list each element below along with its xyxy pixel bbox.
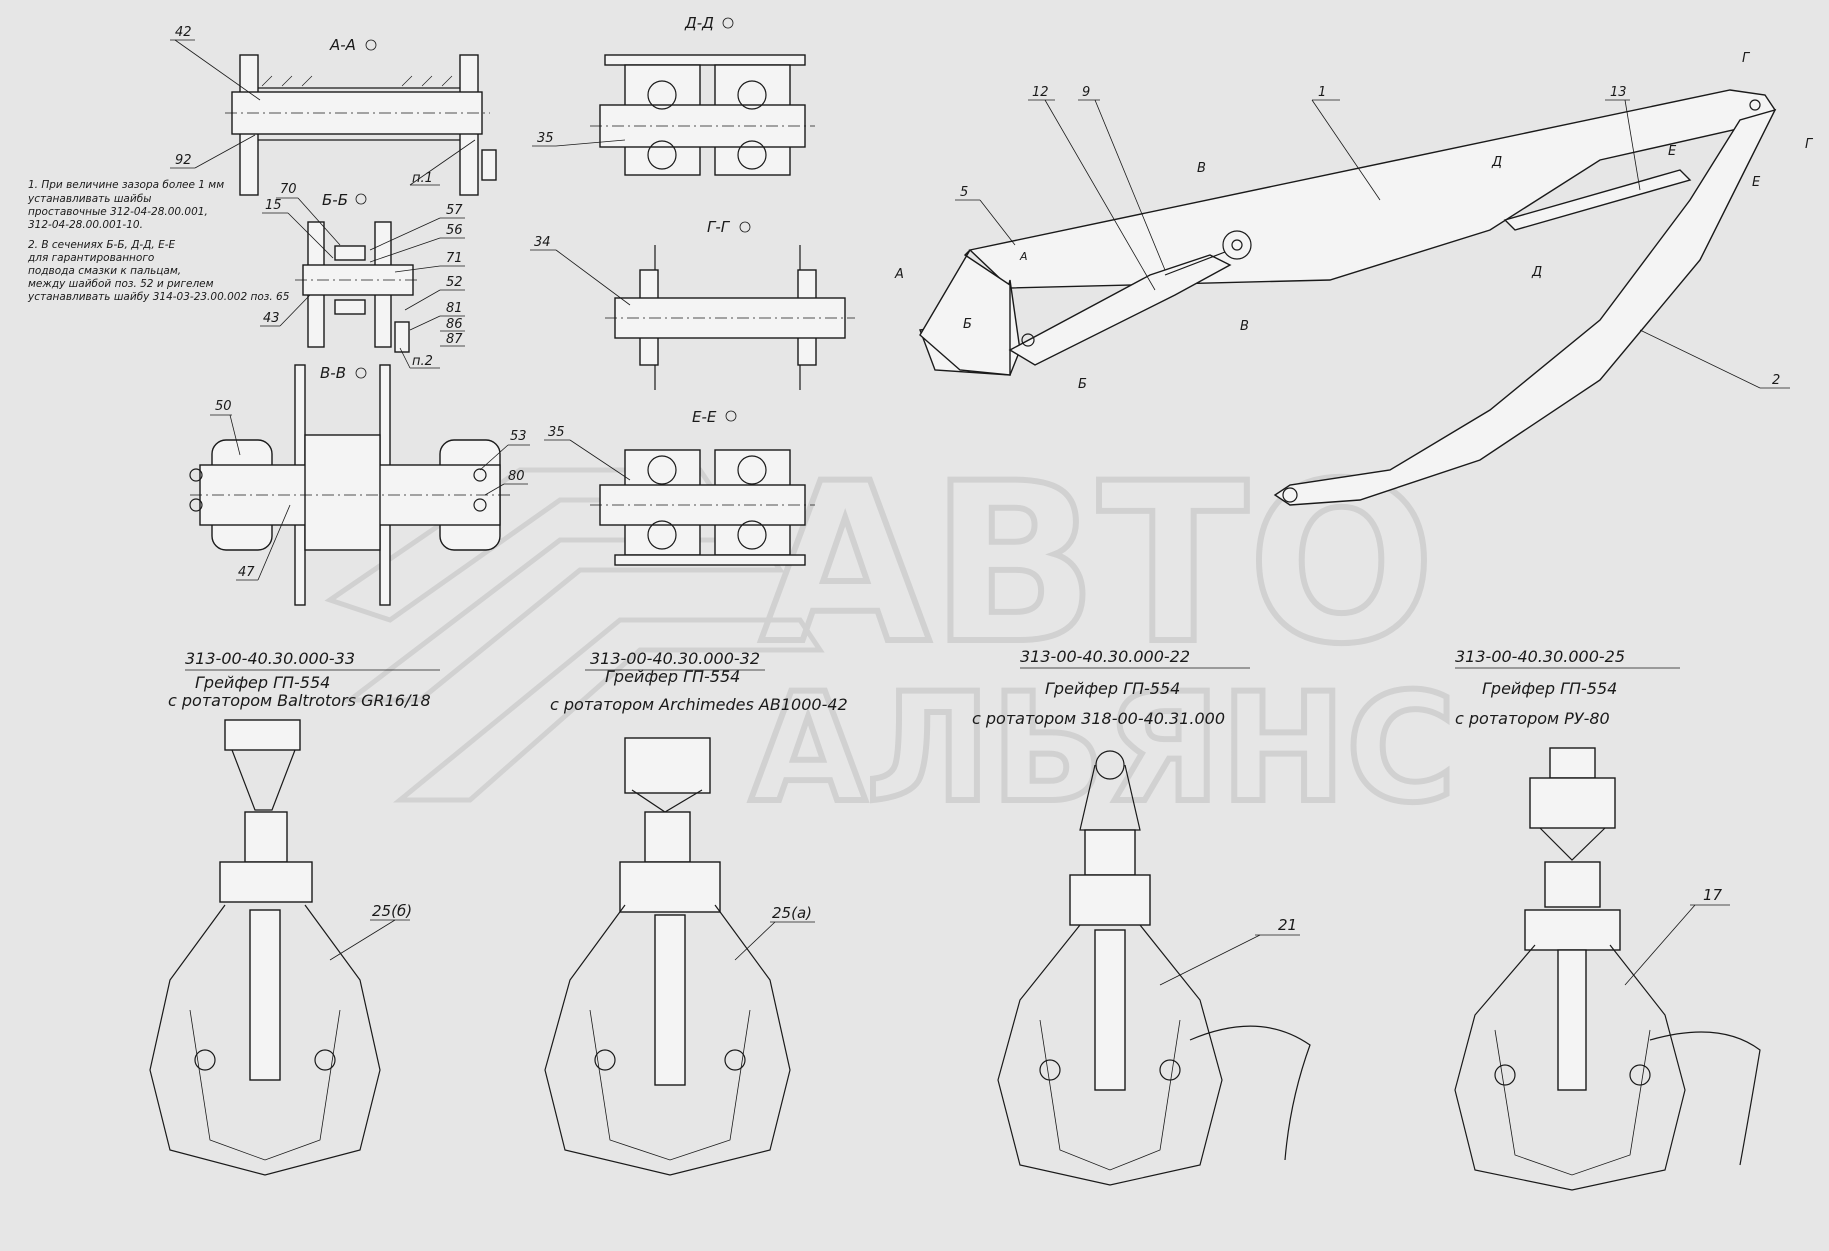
grapple-1: 313-00-40.30.000-33 Грейфер ГП-554 с рот… — [149, 649, 440, 1176]
grapple-2-pos: 25(а) — [772, 904, 812, 922]
section-bb-title: Б-Б — [322, 191, 348, 209]
boom-mark-v2: В — [1240, 319, 1249, 334]
boom-mark-a: А — [1019, 250, 1028, 263]
boom-mark-e: Е — [1668, 144, 1677, 159]
boom-mark-v: В — [1197, 161, 1206, 176]
note-line-9: устанавливать шайбу 314-03-23.00.002 поз… — [27, 291, 290, 303]
callout-87: 87 — [446, 332, 463, 347]
callout-34: 34 — [534, 235, 551, 250]
grapple-4-pos: 17 — [1703, 886, 1723, 904]
boom-mark-g: Г — [1742, 51, 1751, 66]
callout-43: 43 — [263, 311, 280, 326]
grapple-2-title: Грейфер ГП-554 — [605, 667, 740, 686]
watermark-line1: АВТО — [760, 436, 1435, 692]
callout-57: 57 — [446, 203, 463, 218]
callout-92: 92 — [175, 153, 192, 168]
boom-mark-e2: Е — [1752, 175, 1761, 190]
section-ee: Е-Е 35 — [544, 408, 815, 566]
section-gg-title: Г-Г — [707, 218, 731, 236]
section-vv-title: В-В — [320, 364, 346, 382]
note-line-6: для гарантированного — [27, 252, 154, 264]
watermark-line2: АЛЬЯНС — [750, 662, 1456, 836]
callout-81: 81 — [446, 301, 463, 316]
boom-mark-d: Д — [1491, 155, 1502, 170]
section-ee-title: Е-Е — [692, 408, 717, 426]
callout-p1: п.1 — [412, 171, 433, 186]
note-line-7: подвода смазки к пальцам, — [28, 265, 181, 277]
section-aa: А-А 42 92 п.1 — [170, 25, 497, 196]
callout-86: 86 — [446, 317, 463, 332]
grapple-1-subtitle: с ротатором Baltrotors GR16/18 — [168, 691, 431, 710]
grapple-4-subtitle: с ротатором РУ-80 — [1455, 709, 1610, 728]
grapple-1-title: Грейфер ГП-554 — [195, 673, 330, 692]
section-bb: Б-Б 70 15 57 56 71 52 43 81 86 87 п.2 — [260, 182, 465, 369]
grapple-3-code: 313-00-40.30.000-22 — [1020, 647, 1190, 666]
note-line-4: 312-04-28.00.001-10. — [28, 219, 143, 231]
callout-71: 71 — [446, 251, 463, 266]
boom-mark-g2: Г — [1805, 137, 1814, 152]
boom-mark-d2: Д — [1531, 265, 1542, 280]
section-dd-title: Д-Д — [684, 14, 714, 32]
grapple-2: 313-00-40.30.000-32 Грейфер ГП-554 с рот… — [544, 649, 848, 1176]
boom-mark-b2: Б — [1078, 377, 1087, 392]
boom-callout-2: 2 — [1772, 373, 1780, 388]
boom-mark-a2: А — [894, 267, 904, 282]
section-dd: Д-Д 35 — [532, 14, 815, 176]
grapple-2-code: 313-00-40.30.000-32 — [590, 649, 760, 668]
section-aa-title: А-А — [329, 36, 356, 54]
callout-56: 56 — [446, 223, 463, 238]
boom-callout-12: 12 — [1032, 85, 1049, 100]
callout-35a: 35 — [537, 131, 554, 146]
boom-callout-9: 9 — [1082, 85, 1090, 100]
note-line-5: 2. В сечениях Б-Б, Д-Д, Е-Е — [28, 239, 176, 251]
callout-35b: 35 — [548, 425, 565, 440]
section-gg: Г-Г 34 — [530, 218, 855, 390]
notes: 1. При величине зазора более 1 мм устана… — [27, 179, 290, 303]
grapple-1-pos: 25(б) — [372, 902, 412, 920]
boom-assembly: 1 12 9 5 13 2 А А Б Б В В Г Г Д Д Е Е — [894, 51, 1814, 506]
callout-42: 42 — [175, 25, 192, 40]
boom-mark-b: Б — [963, 317, 972, 332]
callout-47: 47 — [238, 565, 255, 580]
note-line-8: между шайбой поз. 52 и ригелем — [28, 278, 214, 290]
grapple-1-code: 313-00-40.30.000-33 — [185, 649, 355, 668]
grapple-2-subtitle: с ротатором Archimedes AB1000-42 — [550, 695, 848, 714]
grapple-4-title: Грейфер ГП-554 — [1482, 679, 1617, 698]
callout-50: 50 — [215, 399, 232, 414]
grapple-3-title: Грейфер ГП-554 — [1045, 679, 1180, 698]
grapple-4-code: 313-00-40.30.000-25 — [1455, 647, 1625, 666]
note-line-3: проставочные 312-04-28.00.001, — [28, 206, 208, 218]
callout-80: 80 — [508, 469, 525, 484]
boom-callout-1: 1 — [1318, 85, 1326, 100]
note-line-2: устанавливать шайбы — [27, 193, 151, 205]
boom-callout-13: 13 — [1610, 85, 1627, 100]
grapple-4: 313-00-40.30.000-25 Грейфер ГП-554 с рот… — [1454, 647, 1761, 1191]
grapple-3-pos: 21 — [1278, 916, 1297, 934]
grapple-3: 313-00-40.30.000-22 Грейфер ГП-554 с рот… — [972, 647, 1311, 1186]
section-vv: В-В 50 53 80 47 — [189, 364, 530, 606]
grapple-3-subtitle: с ротатором 318-00-40.31.000 — [972, 709, 1225, 728]
callout-p2: п.2 — [412, 354, 433, 369]
note-line-1: 1. При величине зазора более 1 мм — [28, 179, 224, 191]
watermark: АВТО АЛЬЯНС — [324, 433, 1459, 839]
callout-53: 53 — [510, 429, 527, 444]
callout-52: 52 — [446, 275, 463, 290]
boom-callout-5: 5 — [960, 185, 968, 200]
callout-15: 15 — [265, 198, 282, 213]
callout-70: 70 — [280, 182, 297, 197]
